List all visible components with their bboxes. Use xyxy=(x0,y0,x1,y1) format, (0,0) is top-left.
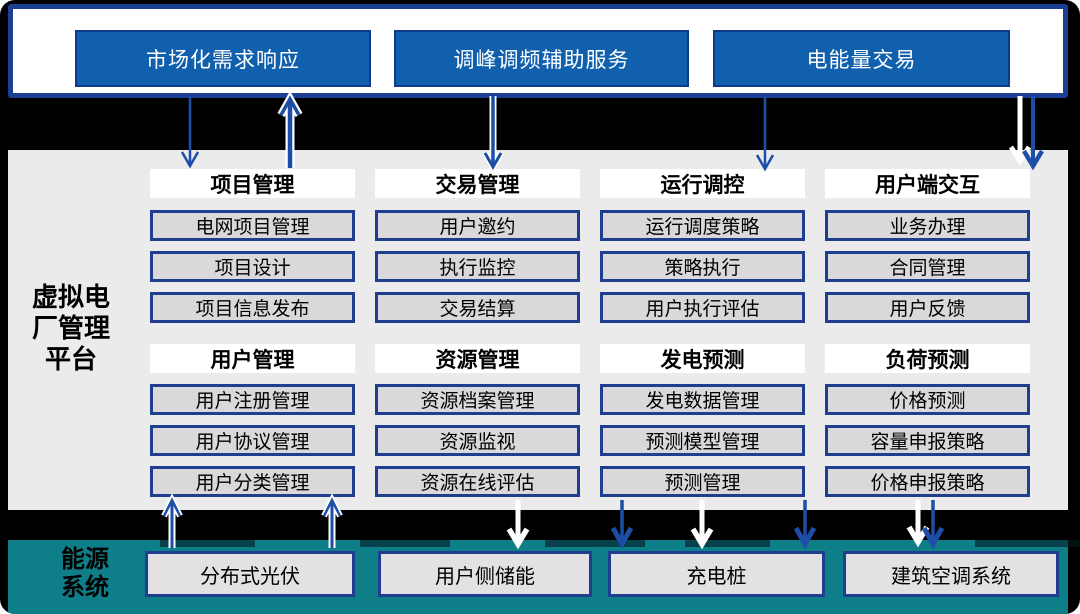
market-services-bar: 市场化需求响应 调峰调频辅助服务 电能量交易 xyxy=(8,4,1068,98)
energy-label-line1: 能源 xyxy=(61,546,109,573)
module-header-user-interaction: 用户端交互 xyxy=(825,169,1030,198)
module-item: 价格申报策略 xyxy=(825,466,1030,497)
module-item: 项目信息发布 xyxy=(150,292,355,323)
vpp-label-line1: 虚拟电 xyxy=(31,282,110,312)
module-item: 用户分类管理 xyxy=(150,466,355,497)
module-item: 预测管理 xyxy=(600,466,805,497)
module-item: 电网项目管理 xyxy=(150,210,355,241)
module-header-trade-mgmt: 交易管理 xyxy=(375,169,580,198)
module-item: 资源在线评估 xyxy=(375,466,580,497)
module-header-user-mgmt: 用户管理 xyxy=(150,344,355,373)
vpp-label-line3: 平台 xyxy=(44,344,97,374)
module-item: 发电数据管理 xyxy=(600,384,805,415)
clipped-text-artifact xyxy=(160,540,255,547)
energy-system-label: 能源 系统 xyxy=(30,546,140,602)
market-box-demand-response: 市场化需求响应 xyxy=(75,30,371,87)
module-item: 交易结算 xyxy=(375,292,580,323)
module-item: 用户邀约 xyxy=(375,210,580,241)
module-item: 用户执行评估 xyxy=(600,292,805,323)
module-item: 用户反馈 xyxy=(825,292,1030,323)
clipped-text-artifact xyxy=(685,540,770,547)
energy-box-building-hvac: 建筑空调系统 xyxy=(843,551,1059,597)
module-item: 容量申报策略 xyxy=(825,425,1030,456)
vpp-platform-label: 虚拟电 厂管理 平台 xyxy=(15,282,127,375)
module-header-load-forecast: 负荷预测 xyxy=(825,344,1030,373)
energy-system-bar: 能源 系统 分布式光伏 用户侧储能 充电桩 建筑空调系统 xyxy=(8,540,1080,614)
module-item: 运行调度策略 xyxy=(600,210,805,241)
clipped-text-artifact xyxy=(545,540,645,547)
module-header-resource-mgmt: 资源管理 xyxy=(375,344,580,373)
market-box-ancillary-services: 调峰调频辅助服务 xyxy=(394,30,689,87)
energy-box-charging-pile: 充电桩 xyxy=(608,551,825,597)
clipped-text-artifact xyxy=(975,540,1080,547)
energy-box-distributed-pv: 分布式光伏 xyxy=(145,551,355,597)
energy-label-line2: 系统 xyxy=(61,574,109,601)
module-item: 项目设计 xyxy=(150,251,355,282)
market-box-energy-trading: 电能量交易 xyxy=(713,30,1010,87)
module-item: 用户注册管理 xyxy=(150,384,355,415)
module-item: 策略执行 xyxy=(600,251,805,282)
module-item: 用户协议管理 xyxy=(150,425,355,456)
module-item: 资源档案管理 xyxy=(375,384,580,415)
module-item: 合同管理 xyxy=(825,251,1030,282)
module-item: 执行监控 xyxy=(375,251,580,282)
energy-box-user-storage: 用户侧储能 xyxy=(378,551,592,597)
module-header-operation-control: 运行调控 xyxy=(600,169,805,198)
module-item: 预测模型管理 xyxy=(600,425,805,456)
module-item: 资源监视 xyxy=(375,425,580,456)
clipped-text-artifact xyxy=(360,540,450,547)
vpp-platform-panel xyxy=(8,150,1068,510)
module-item: 价格预测 xyxy=(825,384,1030,415)
module-header-project-mgmt: 项目管理 xyxy=(150,169,355,198)
module-item: 业务办理 xyxy=(825,210,1030,241)
module-header-generation-forecast: 发电预测 xyxy=(600,344,805,373)
vpp-label-line2: 厂管理 xyxy=(31,313,110,343)
